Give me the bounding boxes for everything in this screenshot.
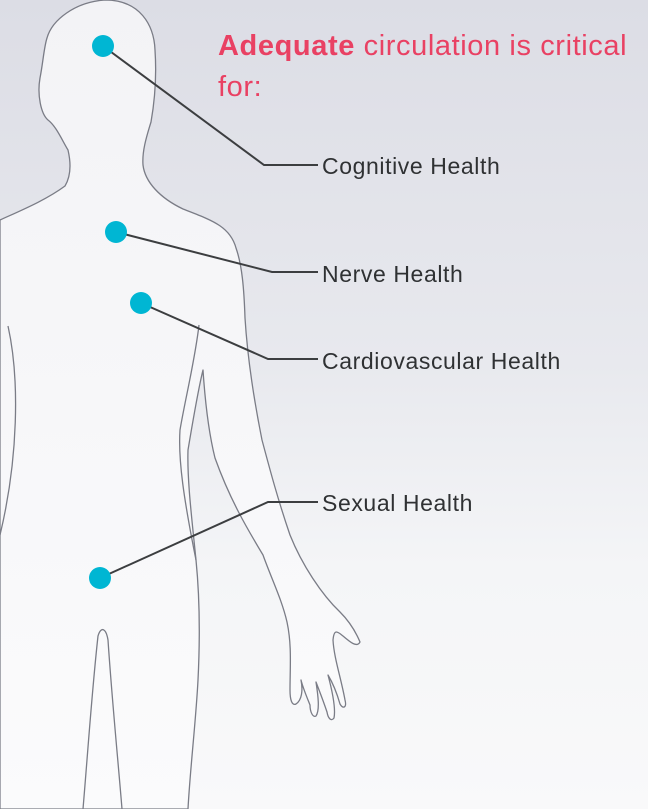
marker-heart [130, 292, 152, 314]
marker-head [92, 35, 114, 57]
marker-pelvis [89, 567, 111, 589]
label-cardiovascular-health: Cardiovascular Health [322, 347, 561, 375]
label-nerve-health: Nerve Health [322, 260, 463, 288]
headline-emphasis: Adequate [218, 30, 355, 62]
label-cognitive-health: Cognitive Health [322, 152, 500, 180]
headline: Adequate circulation is critical for: [218, 26, 638, 108]
marker-chest [105, 221, 127, 243]
label-sexual-health: Sexual Health [322, 489, 473, 517]
body-silhouette [0, 0, 360, 809]
